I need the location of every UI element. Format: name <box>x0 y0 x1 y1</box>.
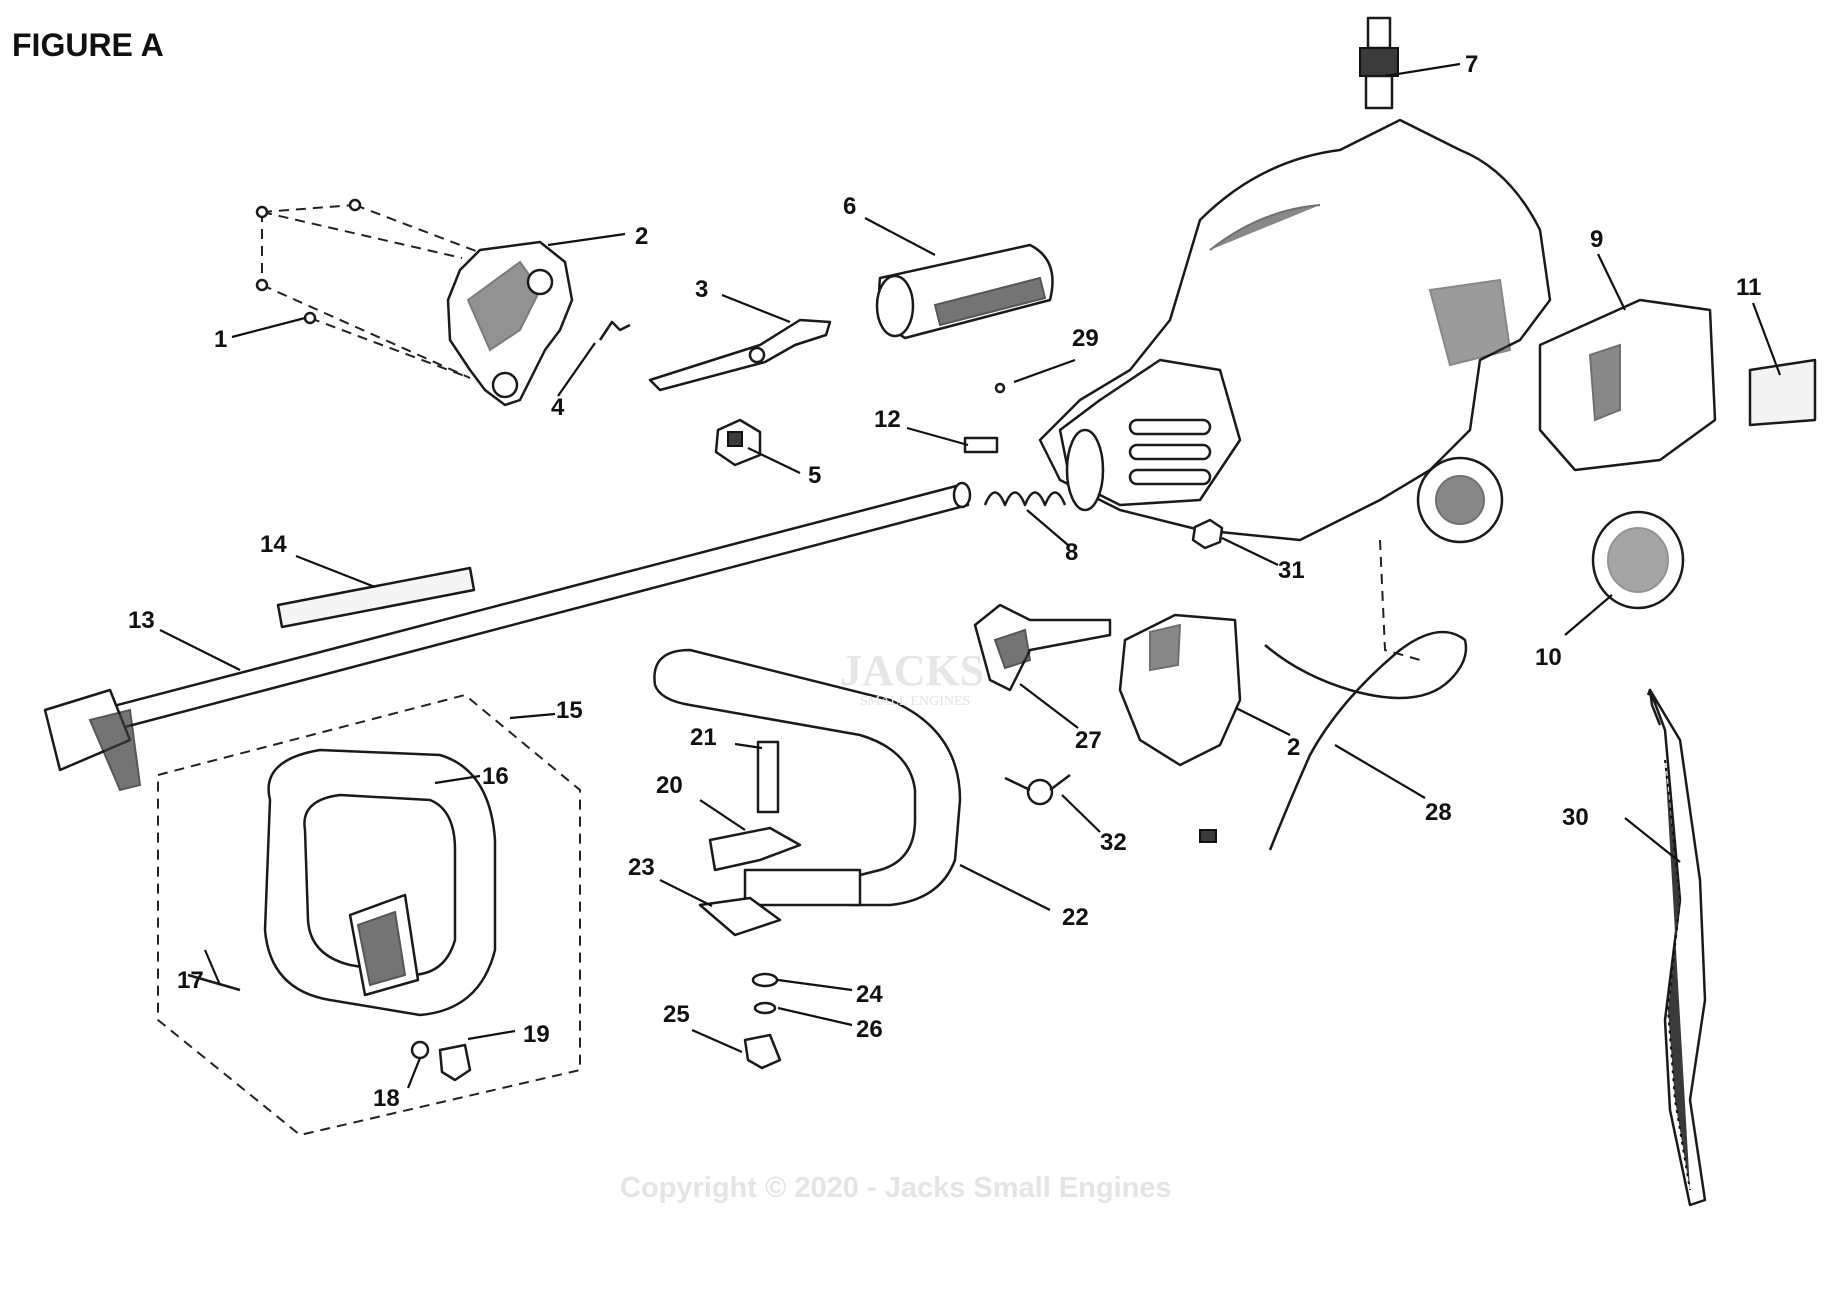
callout-30: 30 <box>1562 804 1589 831</box>
callout-12: 12 <box>874 406 901 433</box>
throttle-housing-part-2 <box>446 240 574 407</box>
switch-part-5 <box>714 418 762 467</box>
callout-29: 29 <box>1072 325 1099 352</box>
callout-27: 27 <box>1075 727 1102 754</box>
callout-14: 14 <box>260 531 287 558</box>
bolt-part-21 <box>756 740 780 814</box>
callout-8: 8 <box>1065 539 1078 566</box>
lock-washer-part-26 <box>753 1001 777 1015</box>
callout-13: 13 <box>128 607 155 634</box>
callout-23: 23 <box>628 854 655 881</box>
callout-labels: 1 2 2 3 4 5 6 7 8 9 10 11 12 13 14 15 16… <box>128 51 1761 1112</box>
throttle-assembly-part-27 <box>973 603 1112 692</box>
throttle-trigger-part-3 <box>648 318 832 392</box>
callout-leaders <box>159 62 1782 1089</box>
spark-plug-part-7 <box>1359 16 1399 110</box>
torsion-spring-part-32 <box>1004 774 1071 806</box>
wire-harness-part-28 <box>1199 539 1468 851</box>
kit-boundary-part-15 <box>157 693 581 1137</box>
spring-part-8 <box>983 491 1067 507</box>
callout-5: 5 <box>808 462 821 489</box>
watermark: JACKS SMALL ENGINES Copyright © 2020 - J… <box>620 646 1172 1204</box>
label-part-14 <box>276 566 476 629</box>
bolt-part-12 <box>963 436 999 454</box>
callout-19: 19 <box>523 1021 550 1048</box>
callout-9: 9 <box>1590 226 1603 253</box>
callout-21: 21 <box>690 724 717 751</box>
callout-1: 1 <box>214 326 227 353</box>
shoulder-strap-part-30 <box>1646 688 1707 1207</box>
figure-title: FIGURE A <box>12 27 164 63</box>
label-part-11 <box>1748 358 1817 427</box>
throttle-housing-part-2-lower <box>1118 613 1242 767</box>
callout-20: 20 <box>656 772 683 799</box>
loop-handle-part-16 <box>263 748 497 1017</box>
bike-handle-part-22 <box>653 648 962 907</box>
wing-nut-part-25 <box>743 1033 782 1070</box>
callout-7: 7 <box>1465 51 1478 78</box>
clamp-part-20 <box>708 826 802 872</box>
callout-11: 11 <box>1736 274 1761 301</box>
watermark-copyright: Copyright © 2020 - Jacks Small Engines <box>620 1172 1172 1204</box>
watermark-logo-sub: SMALL ENGINES <box>860 694 970 709</box>
callout-28: 28 <box>1425 799 1452 826</box>
bolt-part-17 <box>187 973 241 992</box>
fuel-cap-part-10 <box>1591 510 1685 610</box>
wing-nut-part-19 <box>438 1043 472 1082</box>
washer-part-24 <box>751 972 779 988</box>
clamp-part-23 <box>698 896 782 937</box>
callout-32: 32 <box>1100 829 1127 856</box>
screws-part-1 <box>255 198 561 379</box>
callout-10: 10 <box>1535 644 1562 671</box>
watermark-logo: JACKS <box>840 646 984 695</box>
callout-22: 22 <box>1062 904 1089 931</box>
shaft-tube-part-13 <box>43 481 972 792</box>
callout-24: 24 <box>856 981 883 1008</box>
callout-3: 3 <box>695 276 708 303</box>
air-filter-cover-part-9 <box>1538 298 1717 472</box>
screw-part-29 <box>994 382 1006 394</box>
grip-sleeve-part-6 <box>875 243 1054 340</box>
callout-25: 25 <box>663 1001 690 1028</box>
callout-2-lower: 2 <box>1287 734 1300 761</box>
part-drawings <box>43 16 1817 1207</box>
callout-16: 16 <box>482 763 509 790</box>
callout-15: 15 <box>556 697 583 724</box>
callout-17: 17 <box>177 967 204 994</box>
spring-clip-part-4 <box>598 320 631 341</box>
callout-18: 18 <box>373 1085 400 1112</box>
callout-26: 26 <box>856 1016 883 1043</box>
callout-6: 6 <box>843 193 856 220</box>
engine-assembly <box>1038 118 1552 544</box>
callout-31: 31 <box>1278 557 1305 584</box>
callout-4: 4 <box>551 394 565 421</box>
nut-part-31 <box>1191 518 1224 550</box>
washer-part-18 <box>410 1040 430 1060</box>
callout-2: 2 <box>635 223 648 250</box>
